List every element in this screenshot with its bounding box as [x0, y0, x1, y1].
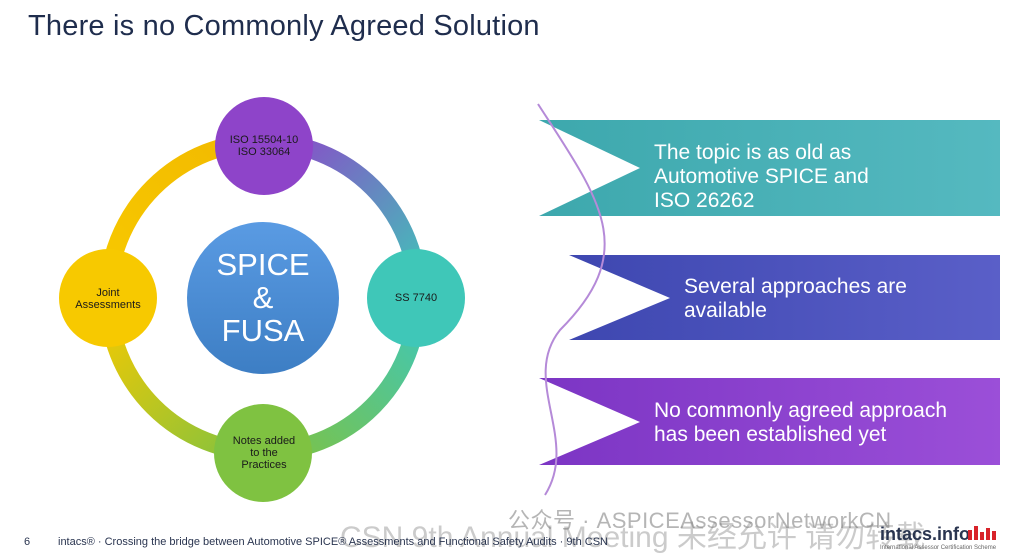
node-bottom-circle: [214, 404, 312, 502]
box-2-text: Several approaches are available: [684, 275, 907, 322]
node-label-top: ISO 15504-10 ISO 33064: [229, 134, 299, 158]
footer-text: intacs® · Crossing the bridge between Au…: [58, 536, 608, 548]
watermark-account: 公众号 · ASPICEAssessorNetworkCN: [508, 508, 892, 533]
node-label-right: SS 7740: [394, 292, 438, 304]
page-number: 6: [24, 536, 31, 548]
box-3-text: No commonly agreed approach has been est…: [654, 399, 947, 446]
chevron-box-2: [569, 255, 1000, 340]
chevron-box-3: [539, 378, 1000, 465]
box-1-text: The topic is as old as Automotive SPICE …: [654, 141, 869, 212]
node-left-circle: [59, 249, 157, 347]
intacs-logo-text: intacs.info: [880, 524, 971, 544]
connector-curve: [537, 103, 606, 496]
node-top-circle: [215, 97, 313, 195]
node-label-left: Joint Assessments: [75, 287, 141, 311]
footer: 6 intacs® · Crossing the bridge between …: [0, 533, 1024, 553]
center-label: SPICE & FUSA: [216, 247, 310, 348]
node-label-bottom: Notes added to the Practices: [232, 435, 296, 471]
center-circle: [187, 222, 339, 374]
slide-title: There is no Commonly Agreed Solution: [28, 10, 540, 42]
node-right-circle: [367, 249, 465, 347]
chevron-box-1: [539, 120, 1000, 216]
intacs-logo-icon: [968, 526, 996, 540]
watermark-meeting: CSN 9th Annual Meeting 未经允许 请勿转载: [340, 521, 926, 554]
intacs-logo-subtitle: International Assessor Certification Sch…: [880, 545, 997, 551]
